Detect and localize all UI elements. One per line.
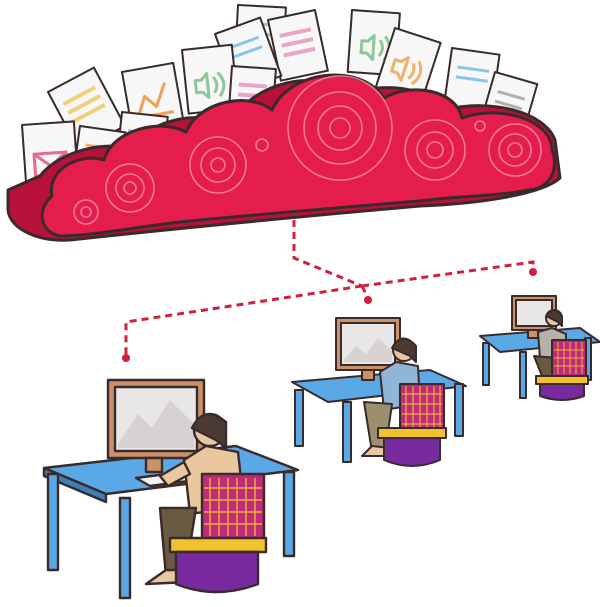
chair-far [535,339,589,401]
workstation-near [42,378,300,600]
connector-to-near [124,284,363,356]
desk-leg [342,401,352,463]
desk-leg [46,472,60,572]
workstation-middle [291,317,467,467]
desktop-computer-icon [335,317,401,381]
cloud-patterns [73,75,542,225]
connector-endpoints [122,268,537,362]
desk-top-edge [42,466,108,504]
cloud-body [40,73,556,238]
connector-trunk [292,220,363,288]
document-back-3 [267,9,329,82]
desk-leg [294,389,304,447]
network-connector [124,220,535,356]
audio-icon [193,71,226,99]
workstation-far [479,295,600,401]
connector-to-middle [360,285,370,299]
desk-leg [454,383,464,437]
desk-leg [118,496,132,600]
audio-icon [390,56,423,86]
desk-leg [282,470,296,558]
document-back-4 [374,27,442,103]
chair-near [168,472,268,594]
cloud-storage [6,73,562,242]
connector-to-far [361,260,535,288]
desk-leg [482,342,490,386]
chair-middle [377,383,447,467]
desktop-computer-icon [106,378,206,488]
desk-leg [519,351,527,399]
